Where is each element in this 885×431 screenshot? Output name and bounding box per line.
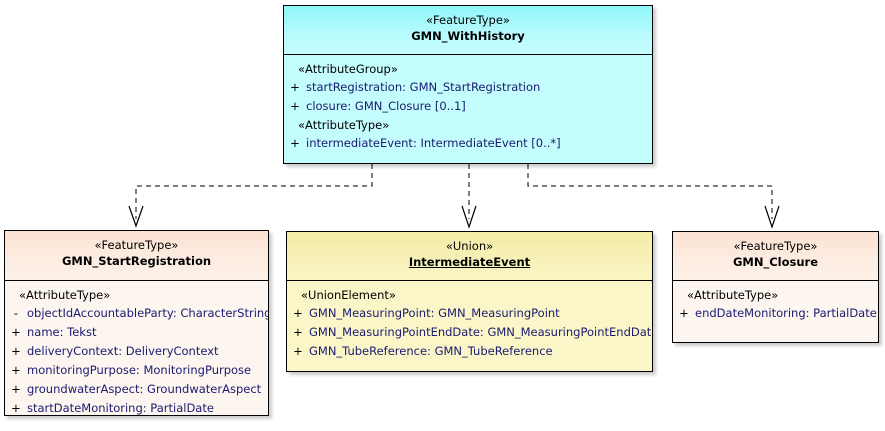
class-header-gmn-closure: «FeatureType» GMN_Closure <box>673 232 878 281</box>
class-name: GMN_WithHistory <box>411 29 525 43</box>
attribute-row[interactable]: + closure: GMN_Closure [0..1] <box>284 97 652 116</box>
attribute-visibility: + <box>679 306 689 320</box>
attribute-text: startDateMonitoring: PartialDate <box>27 401 214 415</box>
attribute-text: groundwaterAspect: GroundwaterAspect <box>27 382 262 396</box>
attribute-visibility: + <box>293 344 303 358</box>
class-header-gmn-startregistration: «FeatureType» GMN_StartRegistration <box>5 231 268 281</box>
attribute-group-label: «AttributeGroup» <box>298 62 398 76</box>
attribute-row[interactable]: + name: Tekst <box>5 323 268 342</box>
class-stereotype: «FeatureType» <box>94 238 179 252</box>
attribute-text: objectIdAccountableParty: CharacterStrin… <box>27 306 268 320</box>
class-body-gmn-closure: «AttributeType» + endDateMonitoring: Par… <box>673 281 878 342</box>
connector-gmn-closure[interactable] <box>527 164 780 229</box>
attribute-text: GMN_TubeReference: GMN_TubeReference <box>309 344 553 358</box>
class-stereotype: «FeatureType» <box>426 13 510 27</box>
class-name: GMN_StartRegistration <box>61 254 212 268</box>
attribute-row[interactable]: + GMN_MeasuringPointEndDate: GMN_Measuri… <box>287 323 652 342</box>
attribute-visibility: + <box>290 99 300 113</box>
class-header-intermediateevent: «Union» IntermediateEvent <box>287 232 652 281</box>
attribute-text: GMN_MeasuringPointEndDate: GMN_Measuring… <box>309 325 652 339</box>
attribute-visibility: + <box>293 306 303 320</box>
attribute-text: monitoringPurpose: MonitoringPurpose <box>27 363 252 377</box>
attribute-row[interactable]: - objectIdAccountableParty: CharacterStr… <box>5 304 268 323</box>
attribute-text: name: Tekst <box>27 325 97 339</box>
attribute-group-label: «UnionElement» <box>301 288 396 302</box>
attribute-visibility: + <box>11 401 21 415</box>
attribute-text: closure: GMN_Closure [0..1] <box>306 99 466 113</box>
attribute-row[interactable]: + groundwaterAspect: GroundwaterAspect <box>5 380 268 399</box>
class-box-gmn-closure[interactable]: «FeatureType» GMN_Closure «AttributeType… <box>672 231 879 343</box>
attribute-text: startRegistration: GMN_StartRegistration <box>306 80 541 94</box>
attribute-visibility: + <box>11 382 21 396</box>
attribute-text: endDateMonitoring: PartialDate <box>695 306 877 320</box>
attribute-group-label: «AttributeType» <box>687 288 779 302</box>
class-name: GMN_Closure <box>732 255 819 269</box>
attribute-visibility: + <box>11 363 21 377</box>
attribute-text: GMN_MeasuringPoint: GMN_MeasuringPoint <box>309 306 560 320</box>
class-box-intermediateevent[interactable]: «Union» IntermediateEvent «UnionElement»… <box>286 231 653 372</box>
attribute-row[interactable]: + endDateMonitoring: PartialDate <box>673 304 878 323</box>
attribute-visibility: + <box>11 344 21 358</box>
attribute-visibility: + <box>293 325 303 339</box>
attribute-visibility: + <box>290 80 300 94</box>
attribute-text: intermediateEvent: IntermediateEvent [0.… <box>306 136 561 150</box>
attribute-row[interactable]: + intermediateEvent: IntermediateEvent [… <box>284 134 652 153</box>
attribute-visibility: + <box>290 136 300 150</box>
class-stereotype: «Union» <box>445 239 494 253</box>
class-body-gmn-withhistory: «AttributeGroup» + startRegistration: GM… <box>284 55 652 163</box>
attribute-group-label: «AttributeType» <box>19 288 111 302</box>
attribute-text: deliveryContext: DeliveryContext <box>27 344 219 358</box>
connector-intermediateevent[interactable] <box>461 164 477 229</box>
class-name: IntermediateEvent <box>408 255 531 269</box>
class-box-gmn-withhistory[interactable]: «FeatureType» GMN_WithHistory «Attribute… <box>283 5 653 164</box>
class-stereotype: «FeatureType» <box>733 239 818 253</box>
attribute-row[interactable]: + GMN_TubeReference: GMN_TubeReference <box>287 342 652 361</box>
class-header-gmn-withhistory: «FeatureType» GMN_WithHistory <box>284 6 652 55</box>
attribute-row[interactable]: + monitoringPurpose: MonitoringPurpose <box>5 361 268 380</box>
attribute-row[interactable]: + startRegistration: GMN_StartRegistrati… <box>284 78 652 97</box>
class-body-gmn-startregistration: «AttributeType» - objectIdAccountablePar… <box>5 281 268 415</box>
class-body-intermediateevent: «UnionElement» + GMN_MeasuringPoint: GMN… <box>287 281 652 371</box>
attribute-row[interactable]: + startDateMonitoring: PartialDate <box>5 399 268 415</box>
attribute-group-label: «AttributeType» <box>298 118 390 132</box>
attribute-row[interactable]: + deliveryContext: DeliveryContext <box>5 342 268 361</box>
class-box-gmn-startregistration[interactable]: «FeatureType» GMN_StartRegistration «Att… <box>4 230 269 416</box>
attribute-visibility: - <box>13 306 19 320</box>
attribute-visibility: + <box>11 325 21 339</box>
attribute-row[interactable]: + GMN_MeasuringPoint: GMN_MeasuringPoint <box>287 304 652 323</box>
connector-gmn-startregistration[interactable] <box>128 164 373 228</box>
